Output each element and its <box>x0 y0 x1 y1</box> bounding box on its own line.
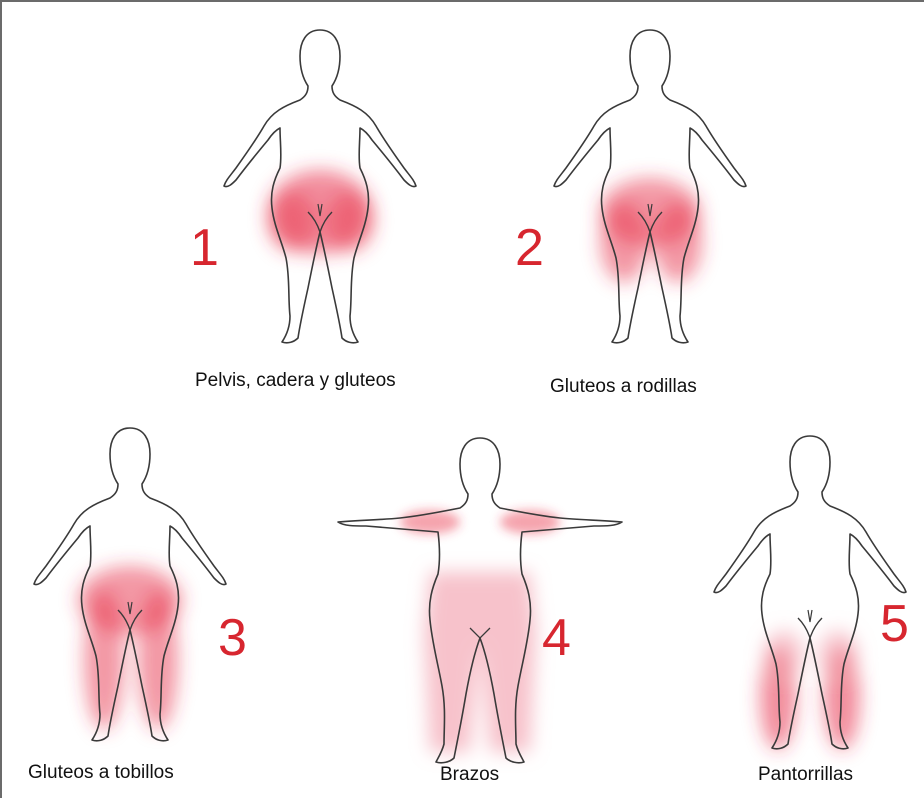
caption-3: Gluteos a tobillos <box>28 762 174 784</box>
body-figure-2 <box>540 22 760 362</box>
caption-1: Pelvis, cadera y gluteos <box>195 370 396 392</box>
panel-number-2: 2 <box>515 222 544 274</box>
body-figure-1 <box>210 22 430 362</box>
panel-number-1: 1 <box>190 222 219 274</box>
body-figure-4 <box>330 432 630 772</box>
caption-4: Brazos <box>440 764 499 786</box>
panel-number-5: 5 <box>880 598 909 650</box>
panel-number-3: 3 <box>218 612 247 664</box>
panel-number-4: 4 <box>542 612 571 664</box>
caption-5: Pantorrillas <box>758 764 853 786</box>
body-figure-3 <box>20 420 240 760</box>
caption-2: Gluteos a rodillas <box>550 376 697 398</box>
